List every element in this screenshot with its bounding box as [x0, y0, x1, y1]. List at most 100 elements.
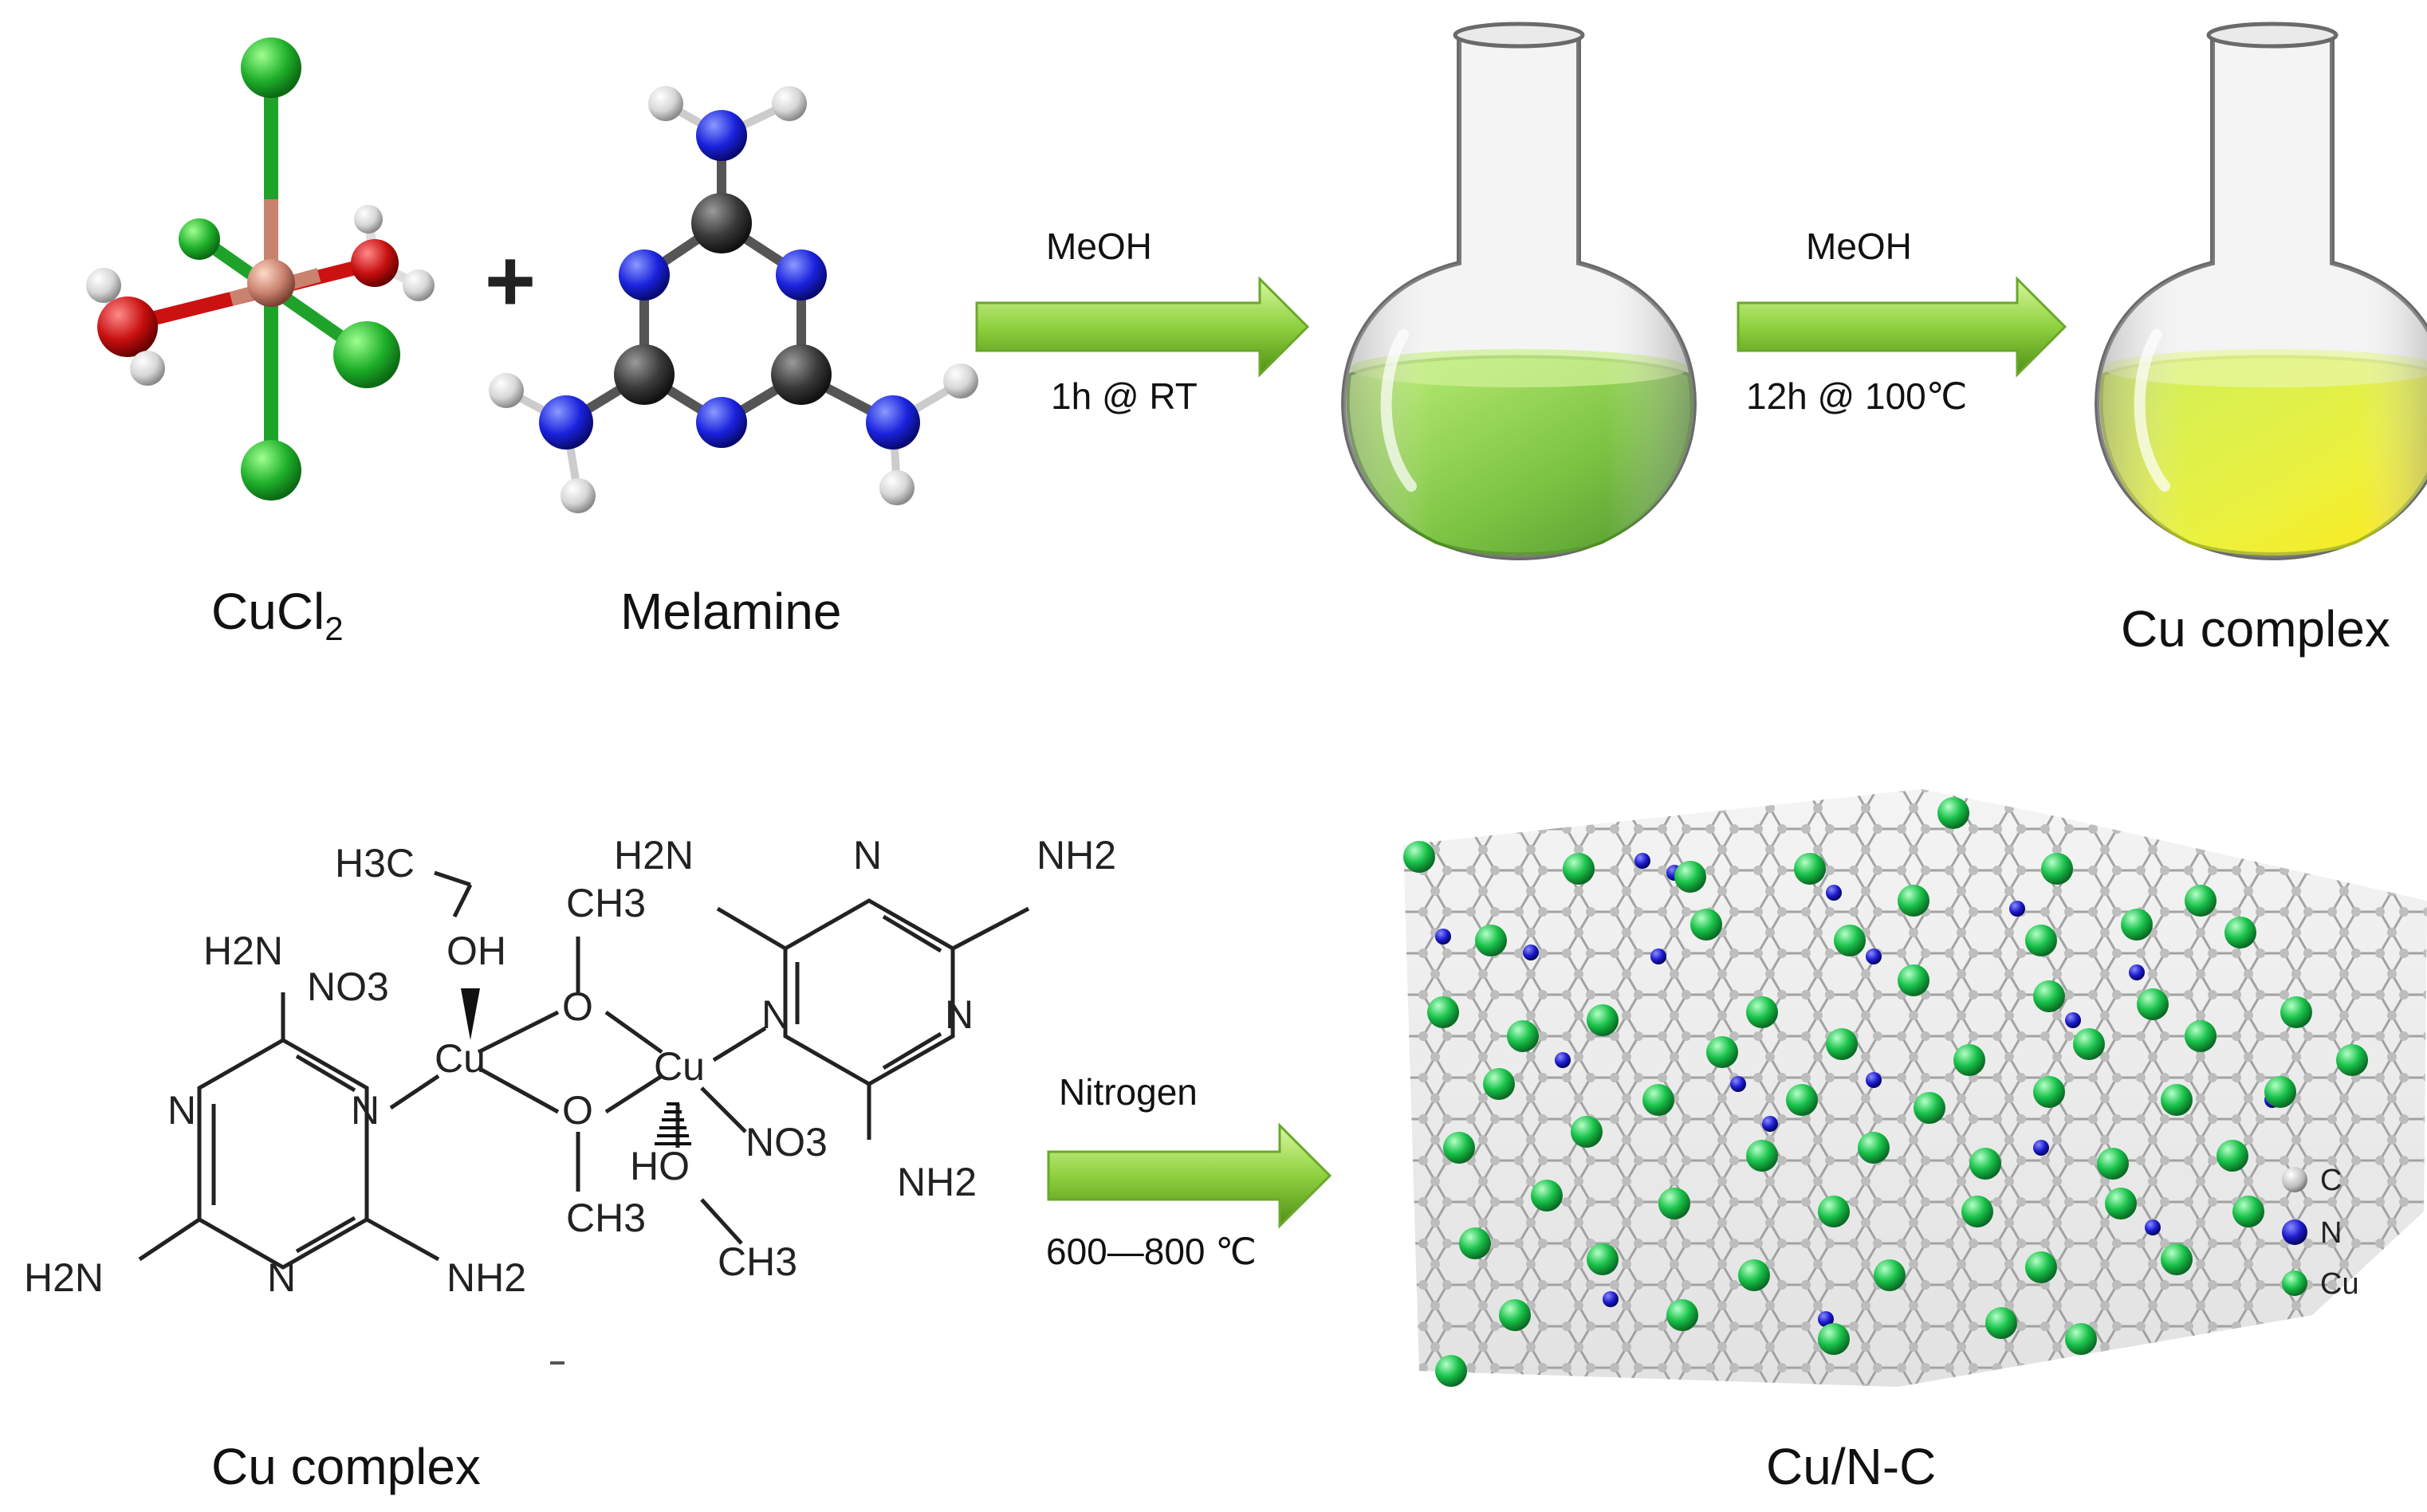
cu-atom-ball: [1587, 1004, 1619, 1036]
cu-atom-ball: [2033, 1076, 2065, 1108]
legend-swatch-cu: [2282, 1270, 2307, 1296]
cu-atom-ball: [1563, 853, 1595, 885]
cu-atom-ball: [1403, 841, 1435, 873]
n-atom-ball: [2009, 901, 2025, 917]
cu-atom-ball: [1483, 1068, 1515, 1100]
cu-atom: [247, 259, 295, 307]
cu-atom-ball: [1818, 1196, 1850, 1227]
cu-atom-ball: [2161, 1243, 2193, 1275]
n-atom-ball: [2145, 1219, 2161, 1235]
cu-atom-ball: [1826, 1028, 1858, 1060]
label-n-ring-left-s: N: [267, 1255, 296, 1300]
cu-atom-ball: [1786, 1084, 1818, 1116]
h-atom: [648, 86, 683, 121]
cu-atom-ball: [2137, 988, 2169, 1020]
cucl2-subscript: 2: [325, 609, 344, 647]
arrow-step1: [975, 276, 1310, 378]
n-atom-ball: [2065, 1012, 2081, 1028]
cu-atom-ball: [1874, 1259, 1906, 1291]
n-atom-ball: [1555, 1052, 1571, 1068]
cu-nc-sheet: [1403, 789, 2427, 1387]
step2-condition: 12h @ 100℃: [1746, 375, 1968, 417]
step1-solvent: MeOH: [1046, 226, 1152, 267]
n-atom: [776, 249, 827, 300]
label-n-ring-left: N: [351, 1088, 380, 1133]
cu-atom-ball: [1898, 885, 1929, 917]
cu-atom-ball: [1459, 1227, 1491, 1259]
cu-atom-ball: [1898, 964, 1929, 996]
cu-atom-ball: [2217, 1140, 2248, 1172]
cu-atom-ball: [2097, 1148, 2129, 1180]
n-atom: [619, 249, 670, 300]
n-atom-ball: [1650, 948, 1666, 964]
label-n-ring-right-e: N: [945, 992, 974, 1037]
cu-atom-ball: [1969, 1148, 2001, 1180]
label-h2n-top-left: H2N: [203, 929, 283, 973]
cu-atom-ball: [1435, 1355, 1467, 1387]
hash-bond: [655, 1102, 691, 1145]
label-n-ring-left-w: N: [167, 1088, 196, 1133]
n-atom: [696, 110, 747, 161]
wedge-bond: [461, 988, 480, 1040]
cucl2-molecule: [86, 37, 435, 501]
cu-atom-ball: [1443, 1132, 1475, 1164]
cu-atom-ball: [1985, 1307, 2017, 1339]
cu-atom-ball: [1953, 1044, 1985, 1076]
cu-atom-ball: [1475, 925, 1507, 956]
label-n-ring-right-top: N: [853, 833, 882, 878]
label-cu-complex-top: Cu complex: [2121, 600, 2390, 658]
h-atom: [489, 373, 524, 408]
cu-atom-ball: [2224, 917, 2256, 948]
cl-atom: [179, 218, 220, 260]
cu-atom-ball: [1658, 1188, 1690, 1219]
label-cu-right: Cu: [654, 1044, 705, 1089]
legend-swatch-n: [2282, 1219, 2307, 1245]
n-atom-ball: [1730, 1076, 1746, 1092]
label-melamine: Melamine: [620, 583, 842, 640]
label-no3-right: NO3: [745, 1120, 828, 1164]
n-atom-ball: [2033, 1140, 2049, 1156]
cu-atom-ball: [2264, 1076, 2296, 1108]
c-atom: [614, 344, 675, 405]
copper-atoms: [1403, 797, 2368, 1387]
c-atom: [691, 193, 752, 253]
cu-atom-ball: [1937, 797, 1969, 829]
arrow-pyrolysis: [1047, 1122, 1332, 1229]
cu-atom-ball: [1587, 1243, 1619, 1275]
cu-atom-ball: [2161, 1084, 2193, 1116]
o-atom: [351, 239, 399, 287]
c-atom: [771, 344, 832, 405]
cl-atom: [241, 37, 301, 98]
label-h2n-top-right: H2N: [614, 833, 694, 878]
legend-label-c: C: [2320, 1164, 2342, 1197]
legend-label-cu: Cu: [2320, 1267, 2359, 1301]
label-ch3-top: CH3: [566, 881, 646, 925]
cu-atom-ball: [1961, 1196, 1993, 1227]
cu-atom-ball: [1507, 1020, 1539, 1052]
legend-label-n: N: [2320, 1216, 2342, 1250]
cu-atom-ball: [1738, 1259, 1770, 1291]
label-nh2-bottom: NH2: [446, 1255, 526, 1300]
n-atom: [696, 397, 747, 448]
label-nh2-bottom-right: NH2: [897, 1160, 977, 1204]
n-atom-ball: [1762, 1116, 1778, 1132]
structure-labels: H3C OH NO3 H2N Cu O O CH3 CH3 Cu NO3 HO …: [24, 833, 1116, 1300]
flask-green: [1341, 22, 1697, 561]
flask-yellow: [2095, 22, 2427, 561]
h-atom: [943, 363, 978, 399]
cu-atom-ball: [1499, 1299, 1531, 1331]
cu-atom-ball: [2073, 1028, 2105, 1060]
cu-atom-ball: [1818, 1323, 1850, 1355]
cu-atom-ball: [1531, 1180, 1563, 1212]
n-atom-ball: [1826, 885, 1842, 901]
nitrogen-dopants: [1435, 853, 2280, 1327]
cu-atom-ball: [2105, 1188, 2137, 1219]
cu-atom-ball: [1858, 1132, 1890, 1164]
n-atom-ball: [1523, 945, 1539, 960]
label-h3c: H3C: [335, 841, 415, 886]
cu-atom-ball: [1914, 1092, 1945, 1124]
plus-sign: +: [485, 232, 536, 330]
cl-atom: [333, 321, 400, 388]
n-atom-ball: [1818, 1311, 1834, 1327]
cu-atom-ball: [1427, 996, 1459, 1028]
